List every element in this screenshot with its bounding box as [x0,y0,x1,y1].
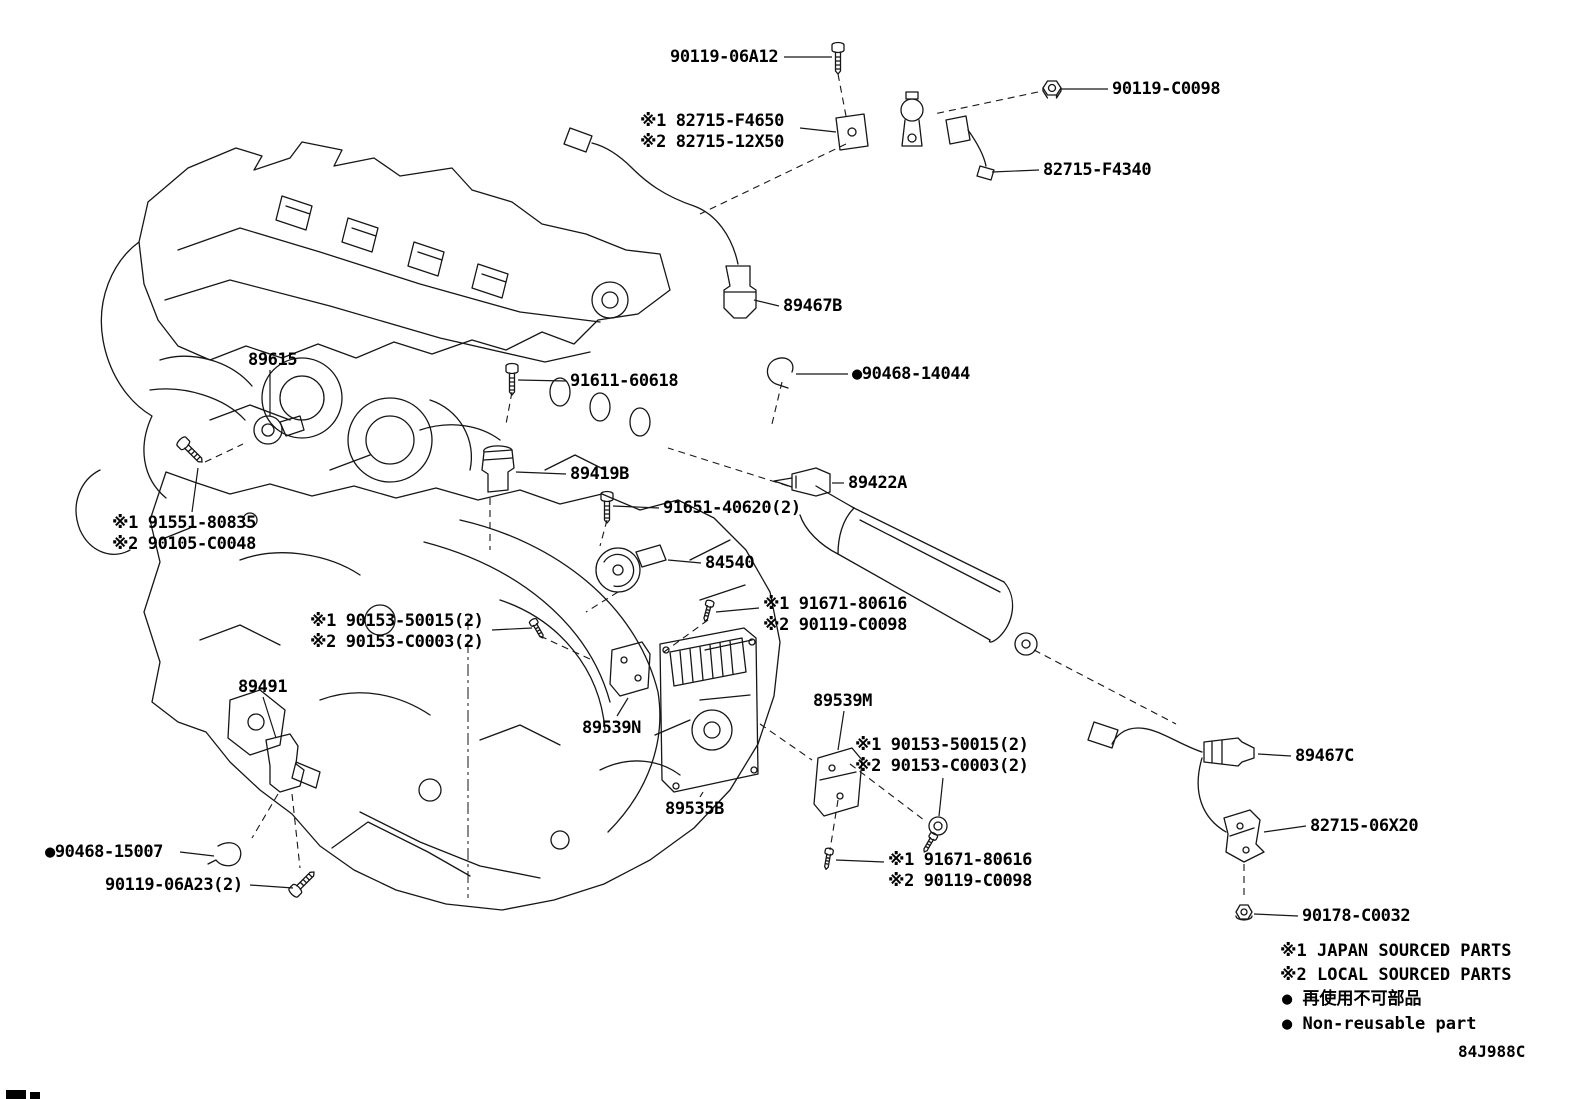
screw-90153-b-glyph [920,816,948,855]
part-label-90119-06A12: 90119-06A12 [670,47,779,67]
label-leader-lines [179,56,1307,917]
part-label-89467C: 89467C [1295,746,1355,766]
part-label-90119-06A23: 90119-06A23(2) [105,875,243,895]
part-label-90153-C0003-a: ※2 90153-C0003(2) [310,632,484,653]
part-label-84540: 84540 [705,553,755,573]
bolt-90119-06A23-glyph [286,867,319,900]
part-label-89467B: 89467B [783,296,843,316]
part-label-90468-14044: ●90468-14044 [852,364,971,384]
exhaust-pipe-art [799,485,1038,656]
diagram-code: 84J988C [1458,1042,1526,1061]
part-label-90119-C0098-a: ※2 90119-C0098 [763,615,907,636]
part-label-91551-90105: ※1 91551-80835 ※2 90105-C0048 [112,513,256,556]
switch-84540-glyph [595,544,667,593]
part-label-91671-80616-b: ※1 91671-80616 [888,850,1032,870]
part-label-90153-a: ※1 90153-50015(2) ※2 90153-C0003(2) [310,611,484,654]
bracket-89539N-glyph [609,641,651,697]
part-label-90105-C0048: ※2 90105-C0048 [112,534,256,555]
part-label-91671-90119-a: ※1 91671-80616 ※2 90119-C0098 [763,594,907,637]
o2-sensor-89467C-glyph [1087,721,1255,833]
part-label-90153-C0003-b: ※2 90153-C0003(2) [855,756,1029,777]
legend-nonreusable-en: ● Non-reusable part [1282,1014,1477,1034]
part-label-91671-90119-b: ※1 91671-80616 ※2 90119-C0098 [888,850,1032,893]
part-label-91611-60618: 91611-60618 [570,371,679,391]
bolt-90119-06A12-glyph [831,41,845,75]
part-label-91671-80616-a: ※1 91671-80616 [763,594,907,614]
cam-sensor-82715-glyph [835,91,924,151]
part-label-82715-F4340: 82715-F4340 [1043,160,1152,180]
part-label-89535B: 89535B [665,799,725,819]
part-label-90119-C0098-top: 90119-C0098 [1112,79,1221,99]
bolt-91611-glyph [505,362,519,396]
part-label-82715-12X50: ※2 82715-12X50 [640,132,784,153]
part-label-90153-50015-a: ※1 90153-50015(2) [310,611,484,631]
bracket-89539M-glyph [813,747,863,817]
part-label-89615: 89615 [248,350,298,370]
nut-90119-C0098-glyph [1042,80,1062,99]
part-label-90468-15007: ●90468-15007 [45,842,164,862]
part-label-90178-C0032: 90178-C0032 [1302,906,1411,926]
bracket-82715-06X20-glyph [1223,809,1265,863]
part-label-90153-50015-b: ※1 90153-50015(2) [855,735,1029,755]
part-label-91551-80835: ※1 91551-80835 [112,513,256,533]
part-label-89539N: 89539N [582,718,642,738]
screw-90153-a-glyph [527,616,547,641]
screw-91671-a-glyph [700,598,716,623]
edge-artifact [6,1090,40,1099]
valve-89419B-glyph [481,445,515,493]
assembly-dash-lines [204,73,1245,898]
part-label-90153-b: ※1 90153-50015(2) ※2 90153-C0003(2) [855,735,1029,778]
legend-japan-sourced: ※1 JAPAN SOURCED PARTS [1280,941,1512,961]
part-glyphs [174,41,1265,921]
temp-sensor-89422A-glyph [773,467,831,497]
knock-sensor-89615-glyph [253,415,305,445]
part-label-89419B: 89419B [570,464,630,484]
nut-90178-C0032-glyph [1235,904,1253,921]
sensor-89491-glyph [265,733,321,793]
part-label-89491: 89491 [238,677,288,697]
ecu-89535B-glyph [659,627,759,793]
bolt-91551-glyph [174,434,207,467]
part-label-90119-C0098-b: ※2 90119-C0098 [888,871,1032,892]
part-label-82715-06X20: 82715-06X20 [1310,816,1419,836]
part-label-89422A: 89422A [848,473,908,493]
part-label-82715-F4650: ※1 82715-F4650 [640,111,784,131]
harness-82715-F4340-glyph [945,115,995,181]
legend-local-sourced: ※2 LOCAL SOURCED PARTS [1280,965,1512,985]
part-label-91651-40620: 91651-40620(2) [663,498,801,518]
screw-91671-b-glyph [821,847,835,871]
clamp-90468-14044-glyph [766,357,794,389]
part-label-82715-F4650-12X50: ※1 82715-F4650 ※2 82715-12X50 [640,111,784,154]
clamp-90468-15007-glyph [207,842,242,867]
legend-nonreusable-ja: ● 再使用不可部品 [1282,989,1422,1009]
part-label-89539M: 89539M [813,691,873,711]
o2-sensor-89467B-glyph [563,127,757,319]
